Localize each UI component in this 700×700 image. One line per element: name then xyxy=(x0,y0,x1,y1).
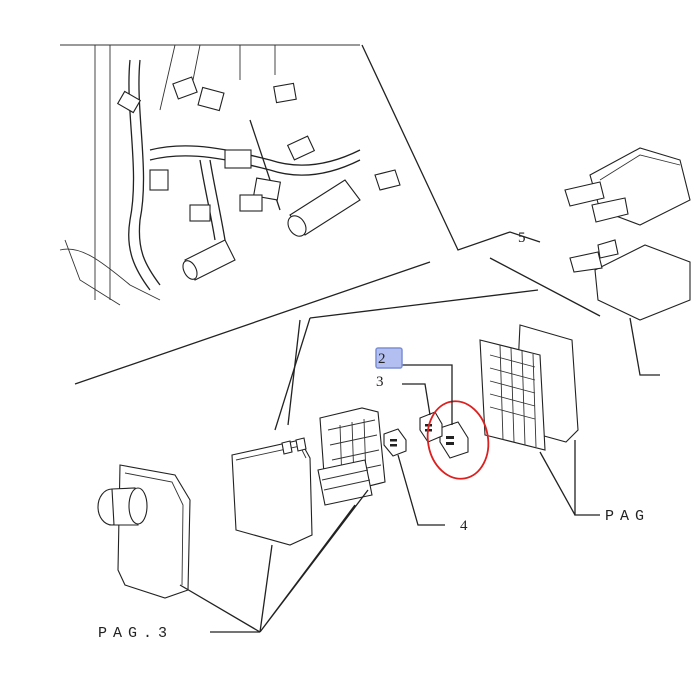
leader-pag3-lower xyxy=(489,257,601,317)
fan-to-pag3 xyxy=(179,489,369,633)
leader-3 xyxy=(402,383,431,416)
wiring-harness-illustration xyxy=(59,44,401,306)
relay-lower xyxy=(569,239,691,376)
relay-upper xyxy=(564,147,691,226)
callout-3: 3 xyxy=(376,374,384,390)
fuse-box-cover xyxy=(479,324,600,516)
selection-circle[interactable] xyxy=(422,396,495,483)
fan-leader-c xyxy=(287,319,301,426)
callout-2[interactable]: 2 xyxy=(378,351,386,367)
leader-2 xyxy=(400,364,453,425)
callout-2-highlight[interactable] xyxy=(375,347,403,369)
small-fuse-4 xyxy=(383,428,407,457)
separator-line xyxy=(74,261,431,385)
fan-leader-b xyxy=(274,317,311,431)
fuse-block xyxy=(317,407,386,506)
leader-4 xyxy=(397,454,445,526)
small-fuse-2 xyxy=(439,421,469,459)
page-ref-right: PAG xyxy=(605,508,650,525)
leader-pag3 xyxy=(361,44,541,251)
page-ref-left: PAG.3 xyxy=(98,625,173,642)
fan-leader-a xyxy=(309,289,539,319)
callout-4: 4 xyxy=(460,518,468,534)
callout-5: 5 xyxy=(518,230,526,246)
small-fuse-3 xyxy=(419,411,443,443)
socket-mount xyxy=(97,464,191,599)
fuse-cover xyxy=(231,437,313,546)
